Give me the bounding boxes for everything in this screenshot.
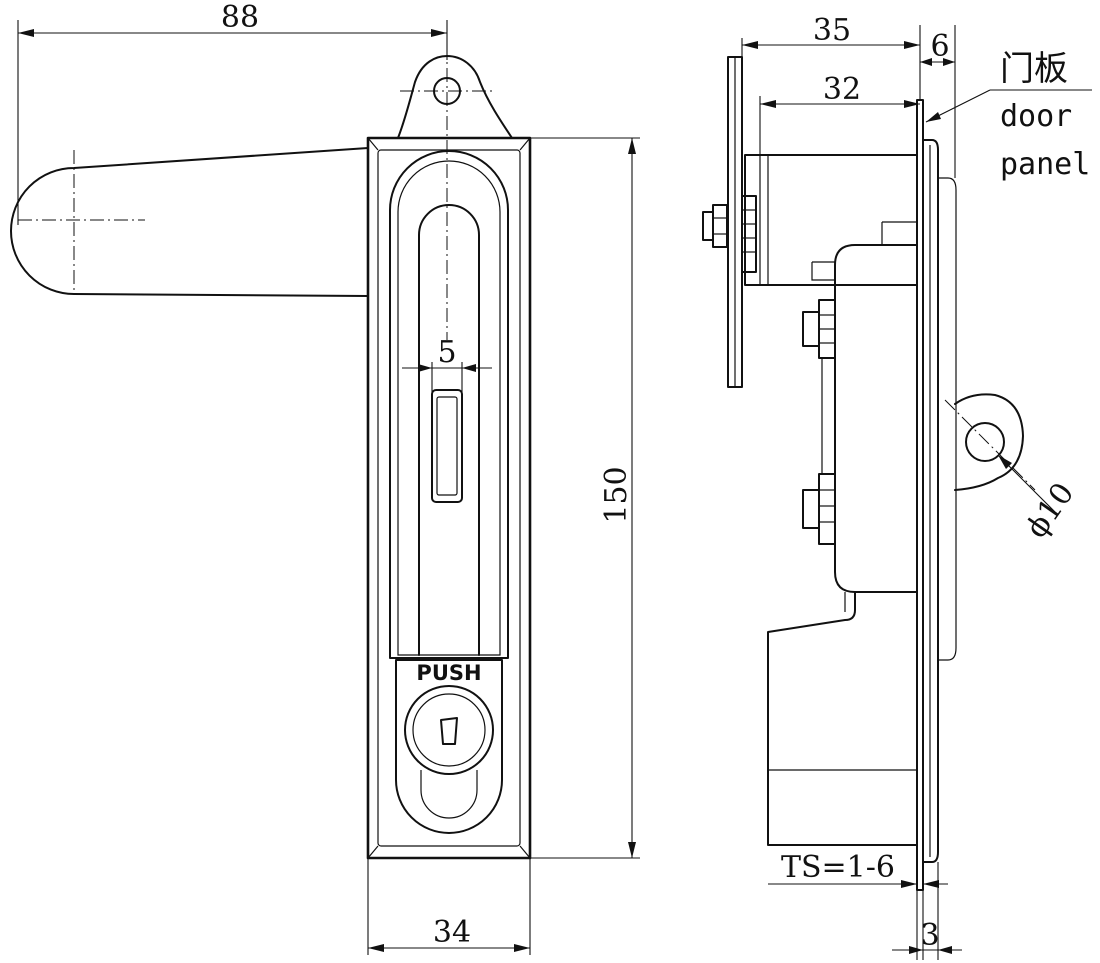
lock-cylinder: [404, 685, 494, 775]
spindle: [744, 154, 918, 286]
push-panel: [395, 659, 503, 834]
dim-depth-total: 35: [813, 13, 851, 48]
handle-grip: [418, 204, 480, 656]
front-view-dimensions: 88 150 34 5: [17, 0, 640, 955]
handle-recess: [389, 150, 509, 659]
escutcheon-profile: [922, 139, 939, 863]
dim-body-width: 34: [433, 915, 471, 950]
handle-lever: [10, 147, 369, 297]
door-panel: [916, 99, 924, 891]
rear-nut-icon: [702, 204, 728, 248]
lock-housing: [834, 244, 918, 593]
dim-handle-length: 88: [221, 0, 259, 35]
lug-hole: [965, 422, 1005, 462]
dim-depth-inner: 32: [823, 72, 861, 107]
side-view-dimensions: 35 32 6 门板 door panel ϕ10 TS=1-6: [741, 13, 1092, 960]
keyhole-icon: [440, 717, 458, 745]
housing-screw-top: [802, 299, 836, 359]
front-view: PUSH: [10, 20, 532, 860]
escutcheon-bevel: [377, 149, 521, 847]
door-panel-label-cn: 门板: [1000, 49, 1068, 89]
dim-panel-offset: 6: [930, 29, 949, 64]
door-panel-label-word2: panel: [1000, 147, 1090, 182]
dim-thickness-spec: TS=1-6: [781, 850, 895, 885]
door-panel-label-word1: door: [1000, 99, 1072, 134]
padlock-lug: [954, 393, 1024, 491]
slot-window: [431, 389, 463, 503]
dim-body-height: 150: [599, 466, 634, 523]
housing-screw-bottom: [802, 473, 836, 545]
padlock-tab: [397, 55, 513, 139]
side-view: [702, 56, 1036, 891]
dim-slot-width: 5: [437, 335, 456, 370]
dim-bottom-gap: 3: [920, 918, 939, 953]
push-label: PUSH: [416, 661, 481, 685]
lower-bracket: [767, 591, 918, 846]
escutcheon-outer: [366, 136, 532, 860]
dim-hole-diameter: ϕ10: [1019, 477, 1081, 545]
